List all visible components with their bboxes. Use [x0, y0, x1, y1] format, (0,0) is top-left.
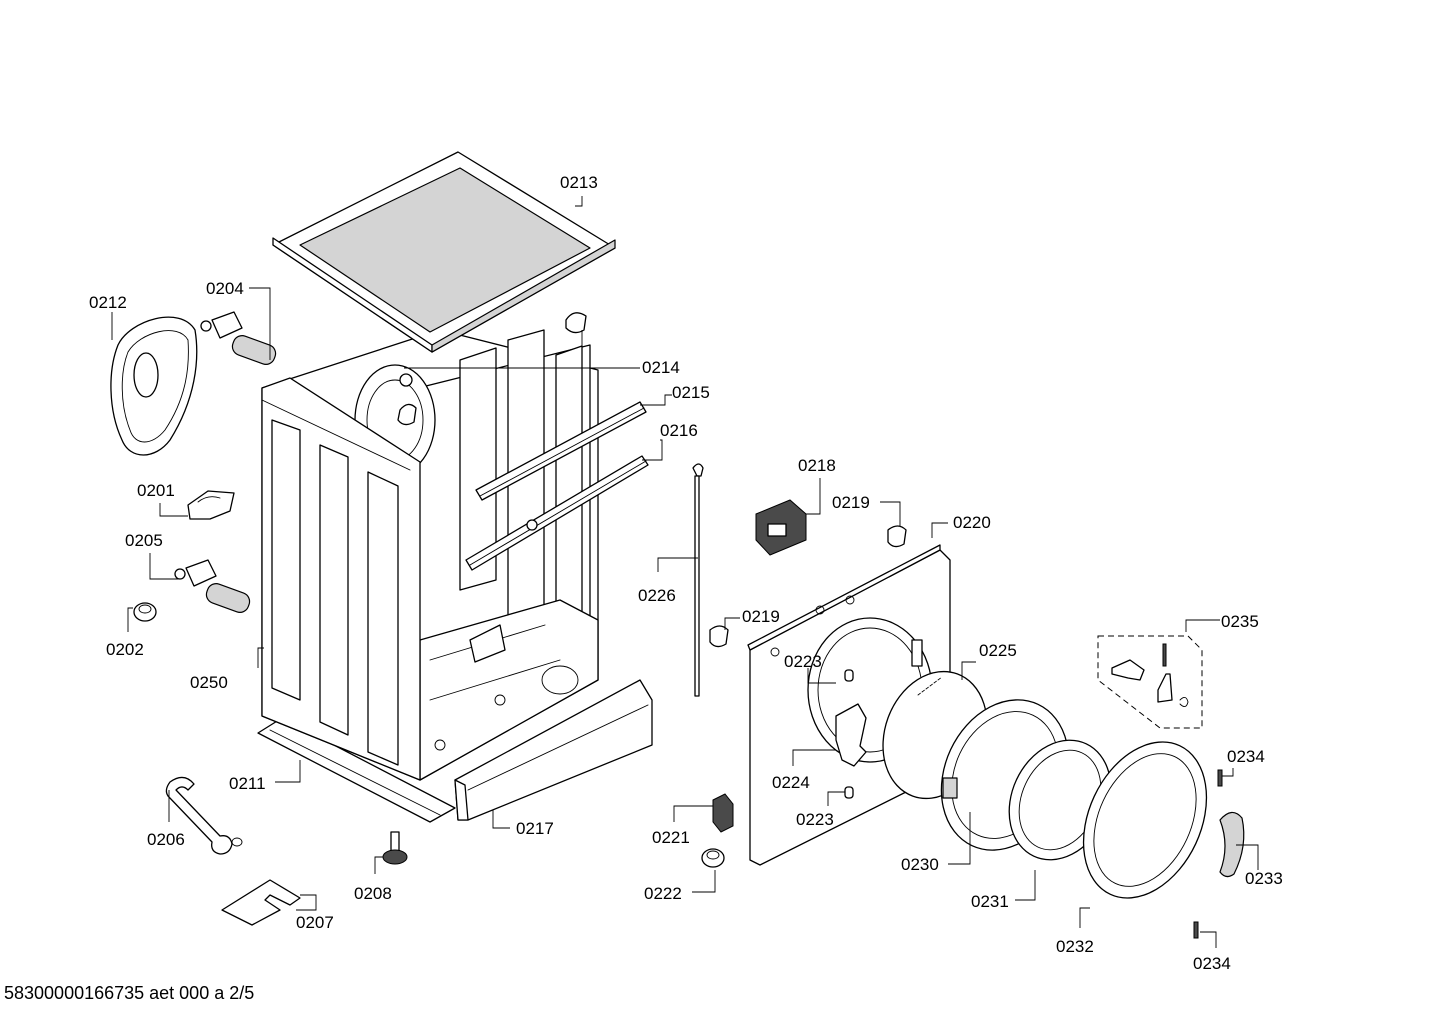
pin-lower [844, 786, 854, 799]
callout-0223-upper: 0223 [784, 652, 822, 671]
callout-0213: 0213 [560, 173, 598, 192]
door-handle [1219, 811, 1245, 878]
callout-0207: 0207 [296, 913, 334, 932]
plug-cap [133, 602, 157, 622]
callout-0202: 0202 [106, 640, 144, 659]
callout-0204: 0204 [206, 279, 244, 298]
callout-0233: 0233 [1245, 869, 1283, 888]
callout-0222: 0222 [644, 884, 682, 903]
base-plate [257, 717, 456, 823]
leader-lines [111, 196, 1259, 948]
callout-0219-lower: 0219 [742, 607, 780, 626]
callout-0201: 0201 [137, 481, 175, 500]
callout-0214: 0214 [642, 358, 680, 377]
callout-0232: 0232 [1056, 937, 1094, 956]
cross-bars [465, 401, 649, 571]
door-hinge [835, 703, 867, 767]
cable-tie [692, 463, 704, 697]
callout-0212: 0212 [89, 293, 127, 312]
callout-0219-upper: 0219 [832, 493, 870, 512]
callout-0218: 0218 [798, 456, 836, 475]
parts-kit-box [1097, 635, 1203, 729]
callout-0217: 0217 [516, 819, 554, 838]
spanner-wrench [165, 776, 243, 855]
callout-0223-lower: 0223 [796, 810, 834, 829]
transport-bolt-lower [174, 559, 251, 613]
callout-labels: 0213 0204 0212 0214 0215 0216 0218 0219 … [89, 173, 1283, 973]
callout-0224: 0224 [772, 773, 810, 792]
callout-0231: 0231 [971, 892, 1009, 911]
callout-0205: 0205 [125, 531, 163, 550]
callout-0211: 0211 [229, 774, 266, 793]
top-clips [397, 312, 587, 426]
control-module [755, 499, 807, 556]
shim-plate [221, 879, 301, 926]
callout-0230: 0230 [901, 855, 939, 874]
callout-0221: 0221 [652, 828, 690, 847]
clip-upper-right [887, 525, 907, 548]
callout-0208: 0208 [354, 884, 392, 903]
transport-bolt-upper [200, 311, 277, 365]
callout-0226: 0226 [638, 586, 676, 605]
callout-0234-upper: 0234 [1227, 747, 1265, 766]
detergent-drawer [454, 679, 653, 821]
callout-0234-lower: 0234 [1193, 954, 1231, 973]
callout-0215: 0215 [672, 383, 710, 402]
cap-small [701, 848, 725, 868]
handle-pin-lower [1193, 921, 1199, 939]
callout-0250: 0250 [190, 673, 228, 692]
top-lid [272, 151, 616, 353]
latch [712, 793, 734, 833]
callout-0225: 0225 [979, 641, 1017, 660]
callout-0216: 0216 [660, 421, 698, 440]
rear-cover [110, 316, 198, 456]
adjustable-foot [382, 831, 408, 865]
document-id: 58300000166735 aet 000 a 2/5 [4, 983, 254, 1003]
pin-upper [844, 669, 854, 682]
cabinet-left-panel [261, 377, 421, 781]
clip-middle [709, 625, 729, 648]
callout-0235: 0235 [1221, 612, 1259, 631]
callout-0220: 0220 [953, 513, 991, 532]
door-frame [1082, 741, 1208, 899]
handle-pin-upper [1217, 769, 1223, 787]
callout-0206: 0206 [147, 830, 185, 849]
clamp-bracket [187, 490, 235, 520]
